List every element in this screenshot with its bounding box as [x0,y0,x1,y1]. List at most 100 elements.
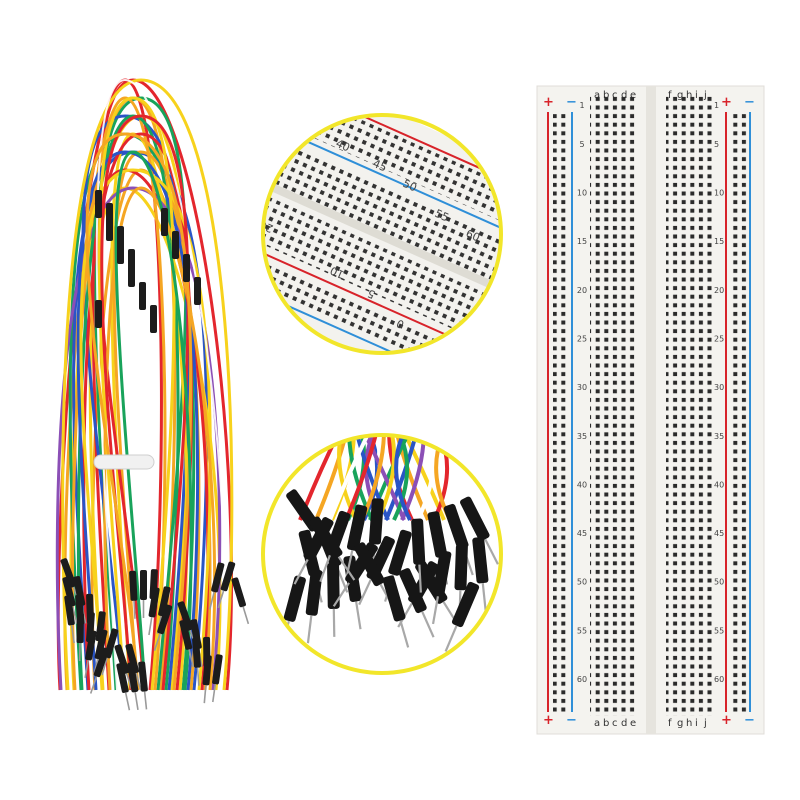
connector-housing [283,575,306,622]
row-number-label: 35 [577,432,587,441]
jumper-wire [61,78,234,691]
connector-pin [418,564,422,593]
connector-pin [319,554,331,582]
row-number-label: 60 [714,675,724,684]
row-number-label: 55 [714,626,724,635]
connector-pin [211,684,217,703]
connector-housing [179,619,193,650]
connector-housing [427,511,448,558]
connector-pin [293,558,309,585]
wire-ends-zoom-callout [261,433,503,675]
connector-housing [161,208,168,236]
svg-text:10: 10 [328,264,346,282]
svg-text:i: i [695,718,698,729]
connector-housing [106,203,113,231]
connector-pin [355,601,362,630]
connector-pin [431,596,440,625]
connector-housing [140,570,147,600]
jumper-wire [100,114,190,691]
svg-text:+: + [721,713,732,728]
connector-housing [125,643,140,674]
connector-housing [158,586,171,617]
connector-pin [143,691,148,710]
column-letters: a b c d e f g h i j a b c d e f g h i j [594,90,707,729]
connector-pin [332,582,350,607]
connector-pin [153,633,161,651]
connector-housing [128,249,135,277]
svg-text:5: 5 [366,286,378,301]
connector-housing [85,630,97,661]
connector-housing [212,654,223,685]
connector-pin [89,676,98,694]
svg-text:h: h [686,718,692,729]
connector-housing [388,529,412,576]
connector-housing [157,604,173,635]
row-number-label: 60 [577,675,587,684]
svg-text:40: 40 [334,137,352,155]
connector-pin [101,657,108,676]
connector-housing [382,575,406,622]
row-number-label: 10 [577,189,587,198]
svg-text:60: 60 [464,227,482,245]
connector-housing [194,277,201,305]
svg-text:20: 20 [257,218,275,236]
connector-housing [305,569,323,616]
connector-housing [192,637,201,668]
svg-text:−: − [566,713,577,728]
connector-housing [127,662,139,693]
svg-text:f: f [668,90,672,101]
svg-text:e: e [630,718,636,729]
rail-symbols: + − + − + − + − [543,95,755,728]
row-number-label: 15 [714,237,724,246]
svg-text:55: 55 [433,207,451,225]
svg-text:+: + [543,713,554,728]
connector-housing [354,542,385,587]
connector-housing [60,558,77,588]
svg-text:45: 45 [371,157,389,175]
connector-housing [76,613,84,644]
row-number-label: 20 [714,286,724,295]
connector-housing [443,503,469,550]
connector-pin [188,649,194,668]
connector-housing [202,655,212,686]
connector-pin [337,556,356,581]
connector-housing [472,537,489,584]
connector-pin [196,667,200,686]
row-number-label: 35 [714,432,724,441]
connector-pin [242,606,250,625]
connector-pin [148,617,153,636]
connector-pin [444,625,458,652]
connector-pin [399,620,410,648]
connector-pin [133,600,136,619]
row-number-label: 1 [714,101,719,110]
svg-text:e: e [630,90,636,101]
connector-housing [346,504,368,551]
connector-housing [411,518,426,565]
connector-housing [148,587,160,618]
connector-pin [209,591,215,610]
connector-housing [177,601,193,631]
svg-text:d: d [621,718,627,729]
connector-pin [134,691,139,710]
svg-text:0: 0 [395,316,407,331]
connector-housing [62,576,76,607]
row-number-label: 30 [577,383,587,392]
row-number-label: 55 [577,626,587,635]
row-number-label: 15 [577,237,587,246]
svg-text:c: c [612,90,618,101]
connector-pin [70,625,75,644]
row-number-label: 20 [577,286,587,295]
connector-pin [84,660,90,679]
row-number-label: 30 [714,383,724,392]
row-number-label: 45 [714,529,724,538]
connector-housing [129,570,138,601]
connector-housing [139,282,146,310]
jumper-wire [70,96,167,691]
connector-housing [150,305,157,333]
connector-housing [114,644,130,675]
connector-housing [64,595,75,626]
svg-text:h: h [686,90,692,101]
row-number-label: 5 [714,140,719,149]
connector-housing [460,496,490,541]
